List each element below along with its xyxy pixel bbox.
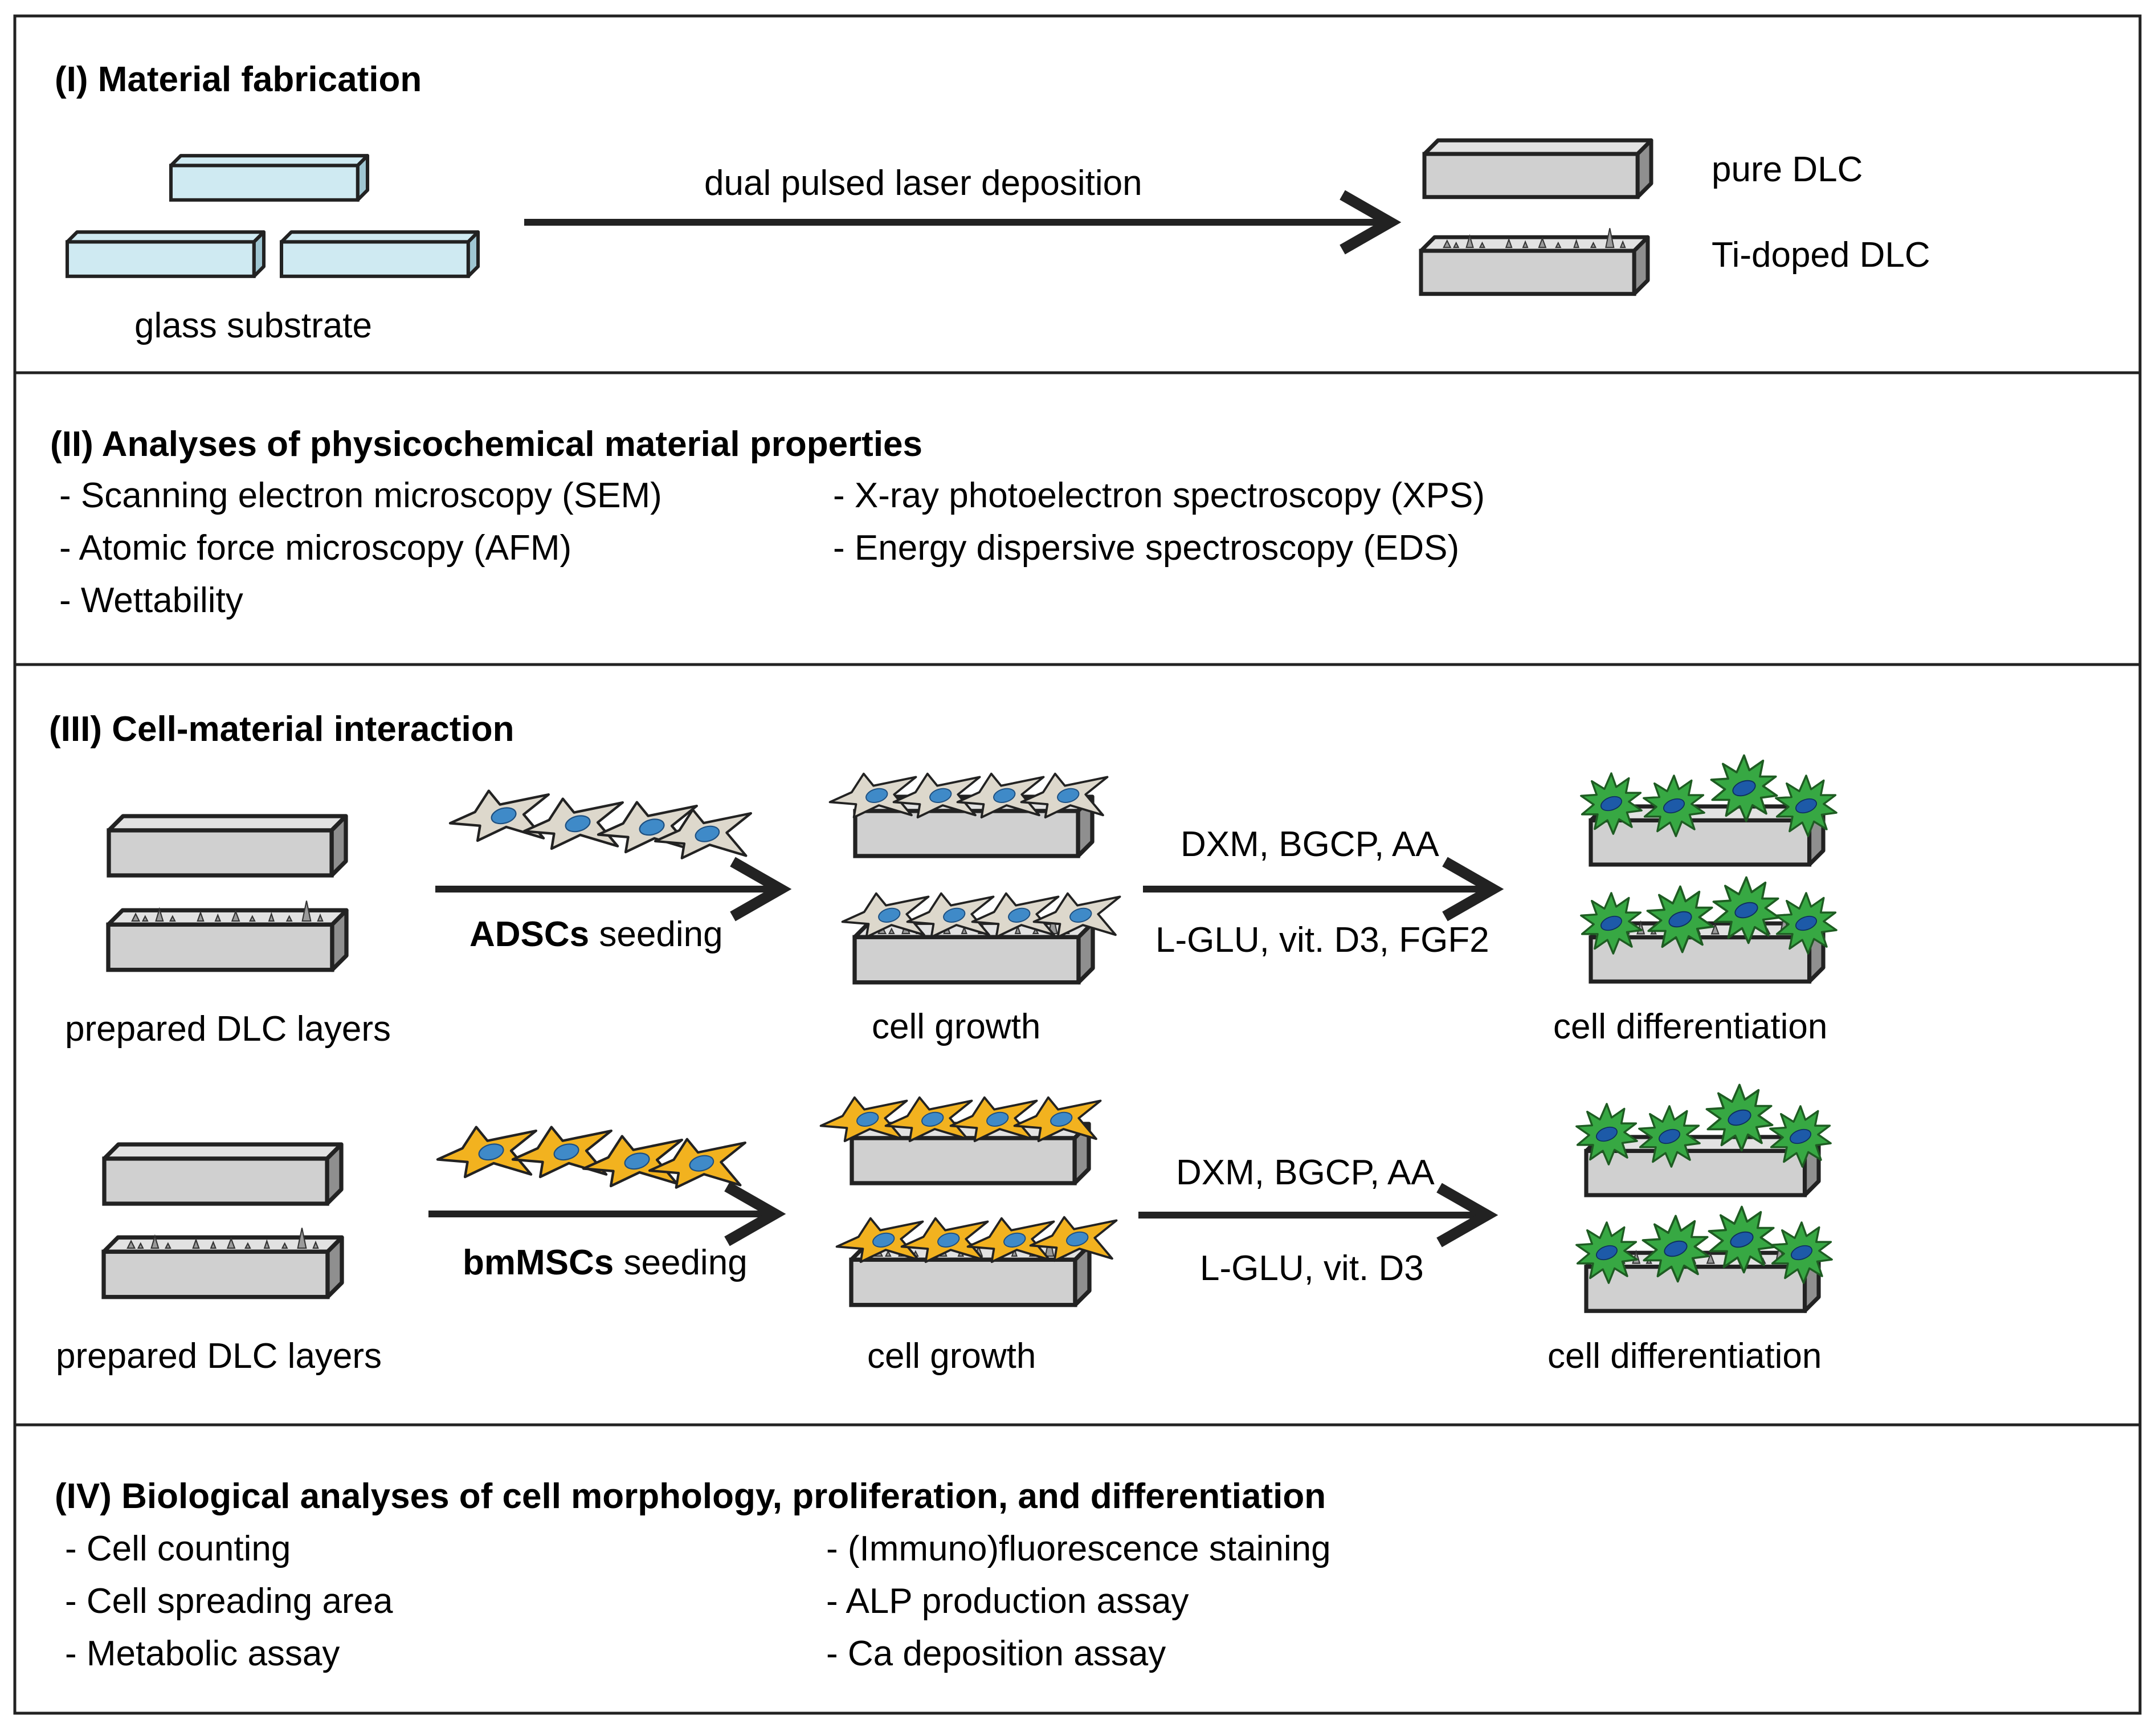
adsc-row: prepared DLC layers ADSCs seeding (65, 754, 1838, 1049)
panel4-left-item: - Cell spreading area (65, 1582, 393, 1621)
bmmsc-name: bmMSCs (463, 1243, 614, 1282)
adsc-differentiation (1580, 754, 1838, 981)
panel2-left-item: - Wettability (59, 581, 243, 620)
glass-substrate-label: glass substrate (134, 306, 372, 345)
prepared-dlc-label: prepared DLC layers (65, 1009, 391, 1049)
prepared-pure-slab (109, 816, 346, 875)
bmmsc-cells-free (438, 1127, 745, 1188)
panel4-title: (IV) Biological analyses of cell morphol… (55, 1477, 1326, 1516)
pure-dlc-label: pure DLC (1712, 150, 1863, 189)
cell-differentiation-label: cell differentiation (1553, 1007, 1827, 1046)
bmmsc-growth (821, 1098, 1117, 1305)
seeding-word: seeding (614, 1243, 747, 1282)
adsc-name: ADSCs (469, 915, 589, 954)
panel-material-fabrication: (I) Material fabrication glass substrate… (55, 60, 1930, 345)
panel2-right-item: - X-ray photoelectron spectroscopy (XPS) (833, 476, 1485, 515)
panel-physicochemical-analyses: (II) Analyses of physicochemical materia… (50, 425, 1485, 620)
cell-differentiation-label: cell differentiation (1547, 1336, 1822, 1376)
panel2-left-item: - Scanning electron microscopy (SEM) (59, 476, 662, 515)
cell-growth-label: cell growth (872, 1007, 1040, 1046)
prepared-ti-slab (104, 1228, 342, 1297)
pure-dlc-slab (1424, 140, 1651, 197)
bmmsc-factors-bottom: L-GLU, vit. D3 (1200, 1249, 1424, 1288)
panel4-right-item: - ALP production assay (826, 1582, 1189, 1621)
prepared-dlc-label: prepared DLC layers (56, 1336, 382, 1376)
panel-biological-analyses: (IV) Biological analyses of cell morphol… (55, 1477, 1331, 1673)
prepared-ti-slab (108, 900, 346, 969)
adsc-growth (830, 774, 1120, 983)
bmmsc-differentiation (1575, 1083, 1833, 1311)
panel4-left-item: - Metabolic assay (65, 1634, 340, 1673)
bmmsc-factors-top: DXM, BGCP, AA (1176, 1153, 1435, 1192)
panel2-title: (II) Analyses of physicochemical materia… (50, 425, 922, 464)
deposition-label: dual pulsed laser deposition (704, 164, 1142, 203)
panel3-title: (III) Cell-material interaction (49, 710, 514, 749)
panel-borders (13, 14, 2142, 1715)
panel-cell-material-interaction: (III) Cell-material interaction prepared… (49, 710, 1838, 1376)
panel4-right-item: - Ca deposition assay (826, 1634, 1166, 1673)
panel4-left-item: - Cell counting (65, 1529, 291, 1568)
panel2-right-item: - Energy dispersive spectroscopy (EDS) (833, 528, 1459, 568)
adsc-factors-bottom: L-GLU, vit. D3, FGF2 (1155, 920, 1489, 960)
bmmsc-seeding-label: bmMSCs seeding (463, 1243, 748, 1282)
adsc-cells-free (450, 791, 751, 858)
glass-substrates (67, 156, 478, 276)
ti-dlc-slab (1421, 228, 1648, 294)
cell-growth-label: cell growth (867, 1336, 1036, 1376)
panel4-right-item: - (Immuno)fluorescence staining (826, 1529, 1331, 1568)
seeding-word: seeding (589, 915, 722, 954)
prepared-pure-slab (104, 1144, 341, 1204)
panel1-title: (I) Material fabrication (55, 60, 422, 99)
bmmsc-row: prepared DLC layers bmMSCs seeding (56, 1083, 1833, 1376)
adsc-factors-top: DXM, BGCP, AA (1181, 825, 1439, 864)
adsc-seeding-label: ADSCs seeding (469, 915, 723, 954)
panel2-left-item: - Atomic force microscopy (AFM) (59, 528, 571, 568)
ti-dlc-label: Ti-doped DLC (1712, 235, 1930, 275)
